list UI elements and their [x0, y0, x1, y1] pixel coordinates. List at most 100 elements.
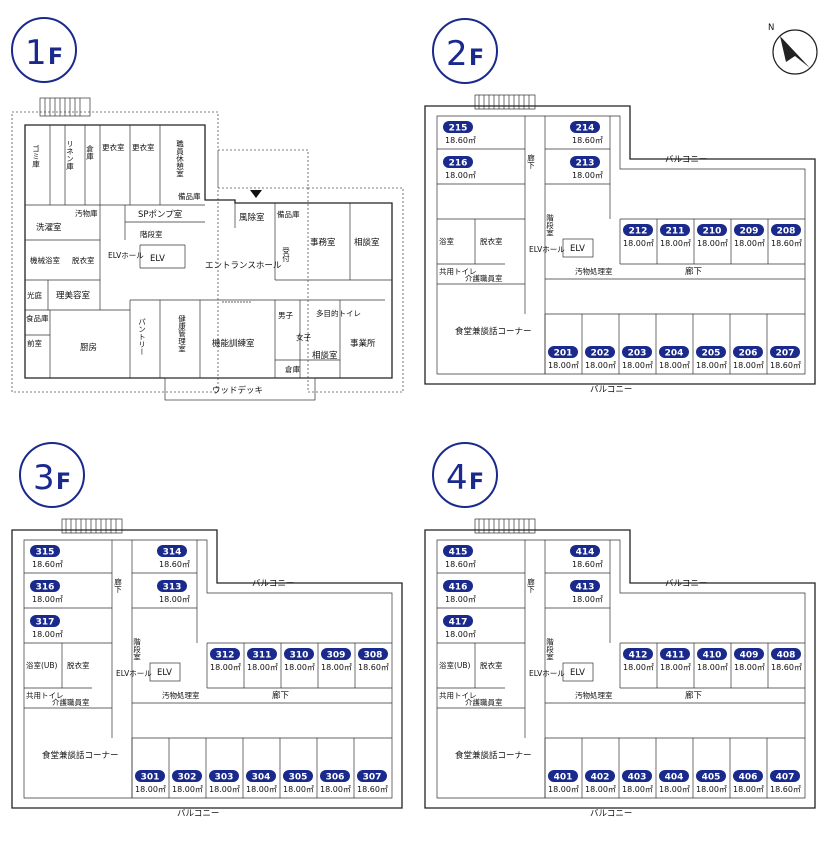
floor3-room-305-area: 18.00㎡	[283, 785, 314, 794]
floor4-room-406-number: 406	[739, 773, 758, 783]
1f-storage1: 倉庫	[85, 144, 94, 162]
1f-machine-bath: 機械浴室	[30, 255, 60, 265]
floor4-corridor-v: 廊下	[526, 577, 535, 595]
floor3-corridor-v: 廊下	[113, 577, 122, 595]
1f-reception: 受付	[281, 246, 290, 263]
floor4-room-407: 407	[770, 770, 800, 783]
floor4-dining: 食堂兼談話コーナー	[455, 750, 532, 761]
floor3-room-302: 302	[172, 770, 202, 783]
floor2-room-211: 211	[660, 224, 690, 237]
floor2-room-207-area: 18.60㎡	[770, 361, 801, 370]
floor3-care-staff: 介護職員室	[52, 697, 90, 707]
floor3-room-306-area: 18.00㎡	[320, 785, 351, 794]
floor2-room-214: 214	[570, 121, 600, 134]
floor4-room-417: 417	[443, 615, 473, 628]
floor2-room-216: 216	[443, 156, 473, 169]
floor3-room-302-area: 18.00㎡	[172, 785, 203, 794]
floor3-room-314-number: 314	[163, 548, 182, 558]
floor2-label-number: 2	[446, 34, 468, 74]
floor2-label-f: F	[469, 46, 484, 71]
floor4-room-410-number: 410	[703, 651, 722, 661]
1f-stairs: 階段室	[140, 229, 163, 239]
floor2-room-213-area: 18.00㎡	[572, 171, 603, 180]
floor-1-label-number: 1	[25, 33, 47, 73]
floor4-room-402: 402	[585, 770, 615, 783]
floor2-room-203-area: 18.00㎡	[622, 361, 653, 370]
1f-laundry: 洗濯室	[36, 222, 62, 233]
floor2-corridor-h: 廊下	[685, 266, 703, 277]
1f-wc-m: 男子	[278, 311, 293, 320]
floor3-room-313-number: 313	[163, 583, 182, 593]
floor3-room-306-number: 306	[326, 773, 345, 783]
floor4-stairs: 階段室	[545, 637, 554, 661]
floor3-room-303: 303	[209, 770, 239, 783]
floor3-room-315: 315	[30, 545, 60, 558]
floor3-balcony-top: バルコニー	[252, 579, 294, 589]
floor4-room-401: 401	[548, 770, 578, 783]
1f-food: 食品庫	[26, 313, 49, 323]
1f-multi-wc: 多目的トイレ	[316, 308, 361, 318]
1f-training: 機能訓練室	[212, 338, 255, 349]
floor2-room-216-area: 18.00㎡	[445, 171, 476, 180]
floor2-corridor-v: 廊下	[526, 153, 535, 171]
floor2-room-206-number: 206	[739, 349, 758, 359]
floor3-room-310-number: 310	[290, 651, 309, 661]
floor3-room-301-area: 18.00㎡	[135, 785, 166, 794]
floor3-room-315-area: 18.60㎡	[32, 560, 63, 569]
floor2-room-203: 203	[622, 346, 652, 359]
floor3-room-310-area: 18.00㎡	[284, 663, 315, 672]
floor4-room-403-area: 18.00㎡	[622, 785, 653, 794]
floor4-room-407-area: 18.60㎡	[770, 785, 801, 794]
floor3-room-308-number: 308	[364, 651, 383, 661]
floor3-dining: 食堂兼談話コーナー	[42, 750, 119, 761]
floor3-room-317: 317	[30, 615, 60, 628]
floor2-balcony-bottom: バルコニー	[590, 385, 632, 395]
floor3-balcony-bottom: バルコニー	[177, 809, 219, 819]
floor3-room-309-number: 309	[327, 651, 346, 661]
floor3-label-f: F	[56, 470, 71, 495]
floor4-room-406-area: 18.00㎡	[733, 785, 764, 794]
floor2-dining: 食堂兼談話コーナー	[455, 326, 532, 337]
floor4-corridor-h: 廊下	[685, 690, 703, 701]
1f-health: 健康管理室	[177, 314, 186, 353]
floor2-stairs: 階段室	[545, 213, 554, 237]
floor4-room-413-area: 18.00㎡	[572, 595, 603, 604]
floor2-room-210-area: 18.00㎡	[697, 239, 728, 248]
1f-sp-pump: SPポンプ室	[138, 209, 183, 220]
floor4-room-415-number: 415	[449, 548, 468, 558]
1f-business: 事業所	[350, 338, 376, 349]
floor4-room-406: 406	[733, 770, 763, 783]
floor4-room-404: 404	[659, 770, 689, 783]
floor2-elv-hall: ELVホール	[529, 245, 565, 254]
floor4-room-411: 411	[660, 648, 690, 661]
floor4-room-403: 403	[622, 770, 652, 783]
floor2-room-204-area: 18.00㎡	[659, 361, 690, 370]
floor2-room-210-number: 210	[703, 227, 722, 237]
1f-locker1: 更衣室	[102, 142, 125, 152]
floor4-room-409-number: 409	[740, 651, 759, 661]
1f-kitchen: 厨房	[80, 342, 97, 353]
1f-trash: ゴミ庫	[31, 144, 40, 169]
floor2-room-213: 213	[570, 156, 600, 169]
floor3-room-317-area: 18.00㎡	[32, 630, 63, 639]
1f-elv-hall: ELVホール	[108, 251, 144, 260]
floor2-room-214-number: 214	[576, 124, 595, 134]
floor2-room-202: 202	[585, 346, 615, 359]
1f-linen: リネン庫	[65, 140, 74, 171]
floor3-room-307: 307	[357, 770, 387, 783]
floor4-room-408-number: 408	[777, 651, 796, 661]
floor3-room-308: 308	[358, 648, 388, 661]
floor3-wc: 共用トイレ	[26, 691, 64, 700]
floor2-room-204: 204	[659, 346, 689, 359]
floor4-room-402-area: 18.00㎡	[585, 785, 616, 794]
1f-light-well: 光庭	[27, 290, 42, 300]
floor2-room-213-number: 213	[576, 159, 595, 169]
1f-storage2: 倉庫	[285, 364, 300, 374]
floor3-room-301-number: 301	[141, 773, 160, 783]
floor-1-label: 1 F	[11, 17, 77, 83]
floor4-room-411-area: 18.00㎡	[660, 663, 691, 672]
